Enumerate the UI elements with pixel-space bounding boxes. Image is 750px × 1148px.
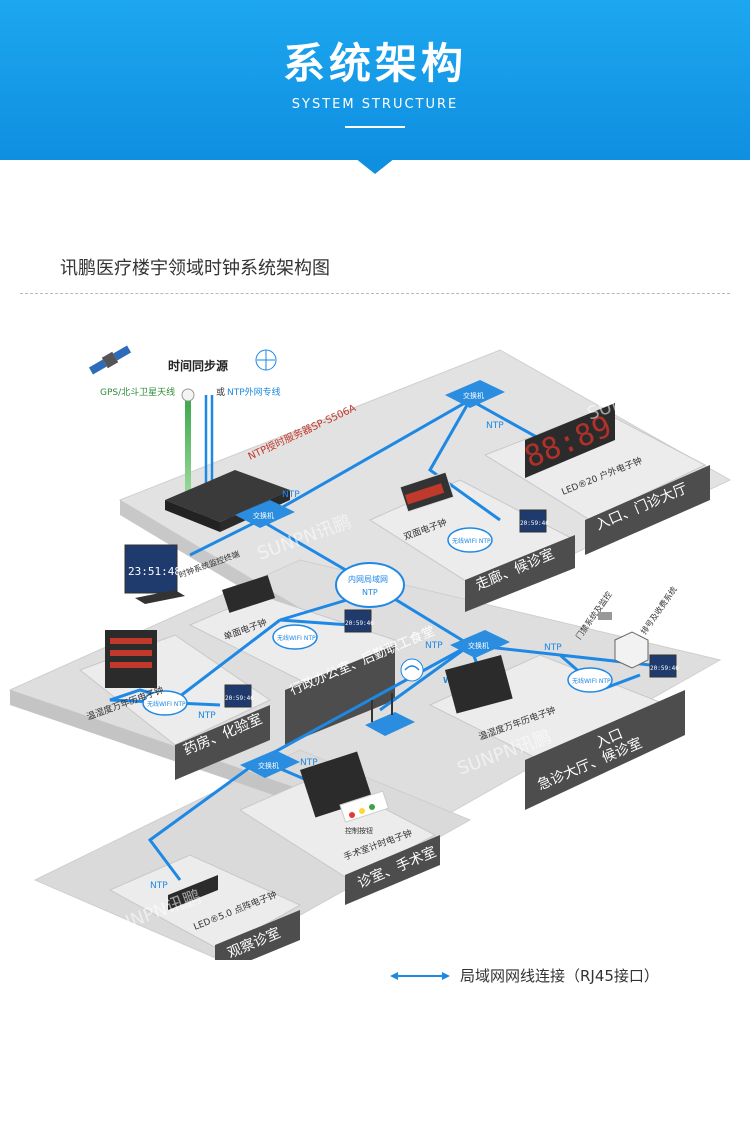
svg-text:无线WIFI NTP: 无线WIFI NTP — [452, 537, 491, 545]
gps-cable — [185, 398, 191, 508]
dual-clock — [399, 471, 455, 513]
small-clock-corridor: 20:59:46 — [519, 509, 549, 533]
switch-server: 交换机 — [235, 500, 295, 528]
svg-text:20:59:46: 20:59:46 — [225, 695, 254, 702]
header-banner — [0, 0, 750, 160]
small-clock-office: 20:59:46 — [344, 609, 374, 633]
ntp-external-label: NTP外网专线 — [227, 386, 281, 398]
switch-bottom: 交换机 — [240, 750, 300, 778]
camera-icon — [598, 612, 612, 620]
legend-label: 局域网网线连接（RJ45接口） — [460, 967, 659, 985]
page-title: 系统架构 — [282, 39, 467, 88]
ntp-label-4: NTP — [425, 641, 443, 651]
svg-text:20:59:46: 20:59:46 — [345, 620, 374, 627]
wifi-router — [365, 693, 415, 736]
switch-middle: 交换机 — [450, 630, 510, 658]
pharmacy-calendar-clock — [105, 630, 157, 688]
surgery-timer — [300, 751, 389, 823]
intranet-hub: 内网局域网 NTP — [335, 562, 405, 608]
page-subtitle: SYSTEM STRUCTURE — [291, 97, 459, 112]
switch-top: 交换机 — [445, 380, 505, 408]
architecture-diagram: 入口、门诊大厅 走廊、候诊室 行政办公室、后勤职工食堂 药房、化验室 入口 急诊… — [8, 345, 732, 960]
ntp-label-5: NTP — [544, 643, 562, 653]
svg-text:无线WIFI NTP: 无线WIFI NTP — [572, 677, 611, 685]
wifi-ntp-module-office: 无线WIFI NTP — [272, 624, 318, 650]
svg-text:交换机: 交换机 — [468, 641, 489, 650]
time-source-title: 时间同步源 — [168, 358, 228, 373]
svg-text:内网局域网: 内网局域网 — [348, 574, 388, 584]
banner-divider — [345, 126, 405, 128]
satellite-icon — [88, 345, 132, 375]
ntp-label-1: NTP — [282, 490, 300, 500]
ntp-label-7: NTP — [198, 711, 216, 721]
banner-pointer — [355, 158, 395, 174]
monitor-terminal: 23:51:48 — [124, 544, 185, 604]
cable-legend-icon — [390, 971, 450, 980]
svg-text:交换机: 交换机 — [463, 391, 484, 400]
queue-label: 排号及收费系统 — [638, 585, 678, 637]
legend: 局域网网线连接（RJ45接口） — [390, 965, 659, 986]
svg-text:交换机: 交换机 — [258, 761, 279, 770]
emergency-calendar-clock — [444, 654, 513, 714]
gps-antenna-label: GPS/北斗卫星天线 — [100, 386, 175, 398]
wifi-ntp-module-pharmacy: 无线WIFI NTP — [142, 690, 188, 716]
ntp-label-2: NTP — [486, 421, 504, 431]
office-clock — [222, 575, 276, 613]
control-label: 控制按钮 — [345, 826, 373, 835]
wifi-ntp-module-corridor: 无线WIFI NTP — [447, 527, 493, 553]
diagram-title: 讯鹏医疗楼宇领域时钟系统架构图 — [60, 258, 330, 279]
svg-text:无线WIFI NTP: 无线WIFI NTP — [147, 700, 186, 708]
small-clock-emergency: 20:59:46 — [649, 654, 679, 678]
zone-surgery-room — [238, 774, 437, 881]
queue-terminal — [614, 631, 649, 669]
svg-text:20:59:46: 20:59:46 — [650, 665, 679, 672]
svg-text:20:59:46: 20:59:46 — [520, 520, 549, 527]
globe-icon — [255, 349, 277, 371]
or-label: 或 — [216, 386, 225, 398]
small-clock-pharmacy: 20:59:46 — [224, 684, 254, 708]
ntp-label-8: NTP — [300, 758, 318, 768]
svg-text:交换机: 交换机 — [253, 511, 274, 520]
wifi-ntp-module-emergency: 无线WIFI NTP — [567, 667, 613, 693]
svg-text:无线WIFI NTP: 无线WIFI NTP — [277, 634, 316, 642]
svg-text:23:51:48: 23:51:48 — [128, 565, 181, 578]
ntp-label-6: NTP — [150, 881, 168, 891]
watermark-1: SUNPN讯鹏 — [585, 371, 685, 424]
zone-observation-room — [108, 854, 302, 951]
wifi-icon — [400, 658, 424, 682]
antenna-icon — [181, 388, 195, 402]
dashed-divider — [20, 293, 730, 294]
svg-text:NTP: NTP — [362, 588, 378, 597]
led-dot-matrix-clock — [168, 875, 218, 910]
